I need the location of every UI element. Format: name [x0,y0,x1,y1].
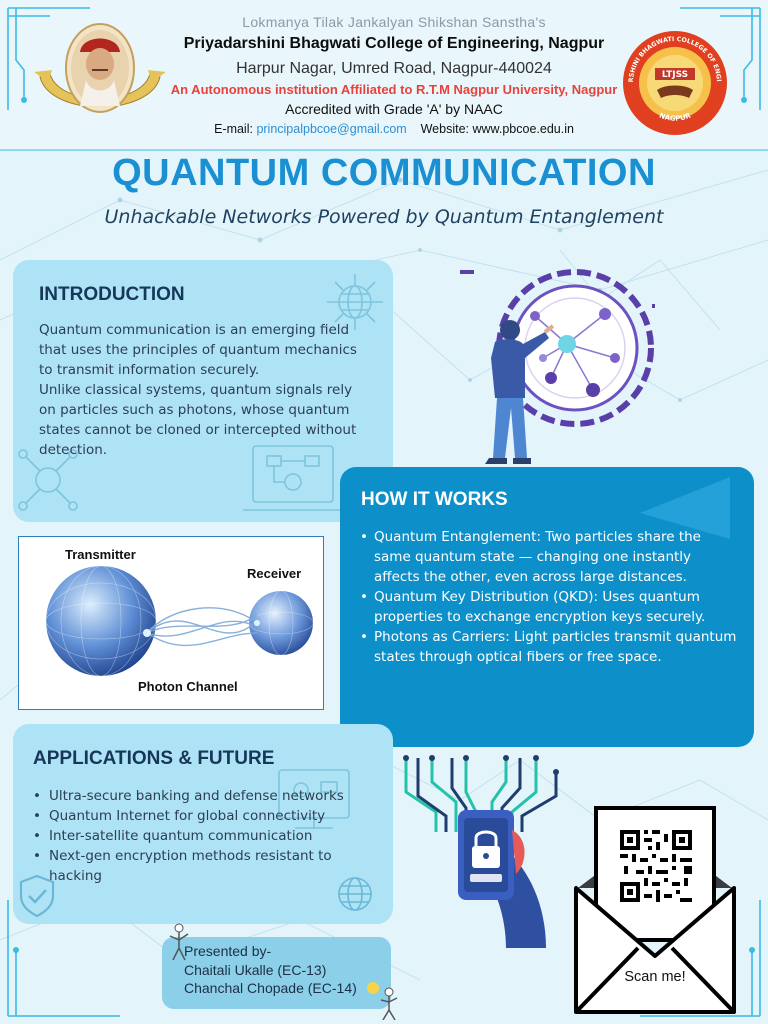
presented-by-label: Presented by- [184,943,272,959]
list-item: Inter-satellite quantum communication [33,826,383,846]
network-nodes-icon [18,449,78,511]
how-it-works-heading: HOW IT WORKS [361,489,508,510]
presenter-name: Chaitali Ukalle (EC-13) [184,962,327,978]
list-item: Next-gen encryption methods resistant to… [33,846,383,886]
website-link[interactable]: Website: www.pbcoe.edu.in [420,122,574,136]
how-it-works-card: HOW IT WORKS Quantum Entanglement: Two p… [340,467,754,747]
list-item: Ultra-secure banking and defense network… [33,786,383,806]
laptop-flow-icon [243,445,343,511]
envelope-graphic [574,806,736,1014]
college-header: Lokmanya Tilak Jankalyan Shikshan Sansth… [0,0,768,150]
applications-list: Ultra-secure banking and defense network… [33,786,383,886]
college-seal-logo: PRIYADARSHINI BHAGWATI COLLEGE OF ENGINE… [615,28,727,135]
how-it-works-list: Quantum Entanglement: Two particles shar… [360,527,740,667]
shield-check-icon [19,874,55,918]
receiver-label: Receiver [247,566,302,581]
list-item: Quantum Entanglement: Two particles shar… [360,527,740,587]
list-item: Quantum Internet for global connectivity [33,806,383,826]
applications-card: APPLICATIONS & FUTURE Ultra-secure banki… [13,724,393,924]
presenters-card: Presented by- Chaitali Ukalle (EC-13) Ch… [162,937,391,1009]
contact-line: E-mail: principalpbcoe@gmail.com Website… [0,122,768,136]
poster-subtitle: Unhackable Networks Powered by Quantum E… [104,206,664,228]
sanstha-name: Lokmanya Tilak Jankalyan Shikshan Sansth… [242,14,546,30]
autonomous-status: An Autonomous institution Affiliated to … [170,82,618,97]
applications-heading: APPLICATIONS & FUTURE [33,748,275,769]
email-link[interactable]: principalpbcoe@gmail.com [256,122,407,136]
presenter-name: Chanchal Chopade (EC-14) [184,980,357,996]
qr-code-envelope[interactable]: Scan me! [570,806,740,1016]
globe-network-icon [327,274,383,330]
introduction-heading: INTRODUCTION [39,284,185,305]
quantum-network-illustration [460,269,655,464]
photon-link-graphic [45,565,314,677]
introduction-paragraph-2: Unlike classical systems, quantum signal… [39,382,357,458]
introduction-card: INTRODUCTION Quantum communication is an… [13,260,393,522]
college-name: Priyadarshini Bhagwati College of Engine… [183,35,605,52]
list-item: Photons as Carriers: Light particles tra… [360,627,740,667]
photon-channel-label: Photon Channel [138,679,238,694]
qr-code[interactable] [620,830,692,902]
email-label: E-mail: [214,122,257,136]
transmitter-receiver-diagram: Transmitter Receiver Photon Channel [18,536,324,710]
person-figure-icon [169,923,189,961]
naac-accreditation: Accredited with Grade 'A' by NAAC [285,101,503,117]
seal-city-text: NAGPUR [658,111,692,122]
light-beam-decoration [640,477,730,539]
person-lightbulb-icon [367,982,398,1020]
secure-phone-illustration [403,755,559,948]
transmitter-label: Transmitter [65,547,136,562]
poster-title: QUANTUM COMMUNICATION [112,152,656,194]
scan-me-label: Scan me! [624,969,686,985]
introduction-text: Quantum communication is an emerging fie… [39,320,369,460]
list-item: Quantum Key Distribution (QKD): Uses qua… [360,587,740,627]
seal-ltjss-text: LTJSS [662,70,688,80]
introduction-paragraph-1: Quantum communication is an emerging fie… [39,322,357,378]
sanstha-logo [34,23,166,113]
college-address: Harpur Nagar, Umred Road, Nagpur-440024 [236,60,552,77]
